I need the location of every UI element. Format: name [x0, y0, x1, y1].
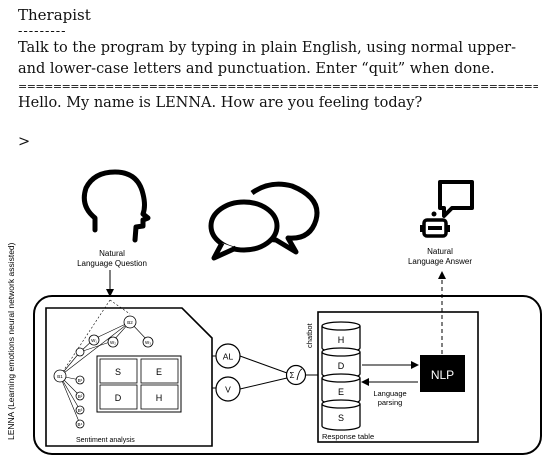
- db-cylinder-e: [321, 373, 361, 405]
- node-b-2: [75, 391, 85, 401]
- node-b-4-label: B⁴: [78, 422, 83, 427]
- db-cylinder-s: [321, 399, 361, 431]
- node-w1-label: W₁: [91, 338, 97, 343]
- nlp-label: NLP: [431, 368, 454, 382]
- answer-label-line1: Natural: [427, 247, 453, 256]
- sentiment-connections: [212, 355, 318, 390]
- db-label-h: H: [338, 335, 345, 345]
- db-label-s: S: [338, 413, 344, 423]
- valence-node: [215, 376, 241, 402]
- lenna-side-label: LENNA (Learning emotions neural network …: [6, 242, 16, 440]
- node-w1: [88, 334, 100, 346]
- chatbot-label: chatbot: [305, 322, 314, 348]
- terminal-title: Therapist: [18, 6, 91, 24]
- node-b1-label: B1: [57, 374, 63, 379]
- language-parsing-line1: Language: [373, 389, 406, 398]
- answer-label-line2: Language Answer: [408, 257, 472, 266]
- node-w3: [142, 336, 154, 348]
- instructions-line-1: Talk to the program by typing in plain E…: [18, 40, 516, 56]
- sentiment-analysis-caption: Sentiment analysis: [76, 437, 135, 444]
- question-label-line2: Language Question: [77, 259, 147, 268]
- db-label-d: D: [338, 361, 345, 371]
- bot-greeting: Hello. My name is LENNA. How are you fee…: [18, 95, 423, 111]
- node-w2: [107, 336, 119, 348]
- node-b2-label: B2: [127, 320, 133, 325]
- instructions-line-2: and lower-case letters and punctuation. …: [18, 61, 495, 77]
- grid-cell-d: D: [115, 393, 122, 403]
- sigma-label: Σ: [290, 371, 295, 380]
- node-b-3: [75, 405, 85, 415]
- grid-cell-s: S: [115, 367, 121, 377]
- arousal-label: AL: [223, 352, 234, 362]
- robot-chat-icon: [420, 180, 474, 238]
- arousal-node: [215, 343, 241, 369]
- node-b-2-label: B²: [78, 394, 83, 399]
- grid-cell-h: H: [156, 393, 163, 403]
- human-head-icon: [81, 169, 151, 243]
- node-b2: [123, 315, 137, 329]
- terminal-title-underline: ---------: [18, 24, 67, 39]
- neural-network-nodes: [53, 315, 154, 429]
- node-b-1-label: B¹: [78, 378, 83, 383]
- valence-label: V: [225, 385, 231, 395]
- language-parsing-line2: parsing: [378, 398, 403, 407]
- response-database-stack: [321, 321, 361, 431]
- grid-cell-e: E: [156, 367, 162, 377]
- response-table-caption: Response table: [322, 432, 374, 441]
- node-w2-label: W₂: [110, 340, 116, 345]
- node-hidden: [75, 347, 85, 357]
- terminal-separator: ========================================…: [18, 80, 538, 93]
- db-cylinder-h: [321, 321, 361, 353]
- node-b1: [53, 369, 67, 383]
- node-b-4: [75, 419, 85, 429]
- sentiment-analysis-panel: [45, 307, 213, 447]
- node-w3-label: W₃: [145, 340, 151, 345]
- db-cylinder-d: [321, 347, 361, 379]
- db-label-e: E: [338, 387, 344, 397]
- speech-bubbles-icon: [208, 181, 320, 261]
- nlp-block: [420, 355, 465, 392]
- emotion-grid: S E D H: [96, 355, 182, 413]
- question-label-line1: Natural: [99, 249, 125, 258]
- sigmoid-curve-icon: [296, 368, 303, 381]
- lenna-system-container: [33, 295, 542, 455]
- node-b-3-label: B³: [78, 408, 83, 413]
- input-prompt[interactable]: >: [18, 134, 31, 150]
- chatbot-panel: [317, 311, 479, 443]
- node-b-1: [75, 375, 85, 385]
